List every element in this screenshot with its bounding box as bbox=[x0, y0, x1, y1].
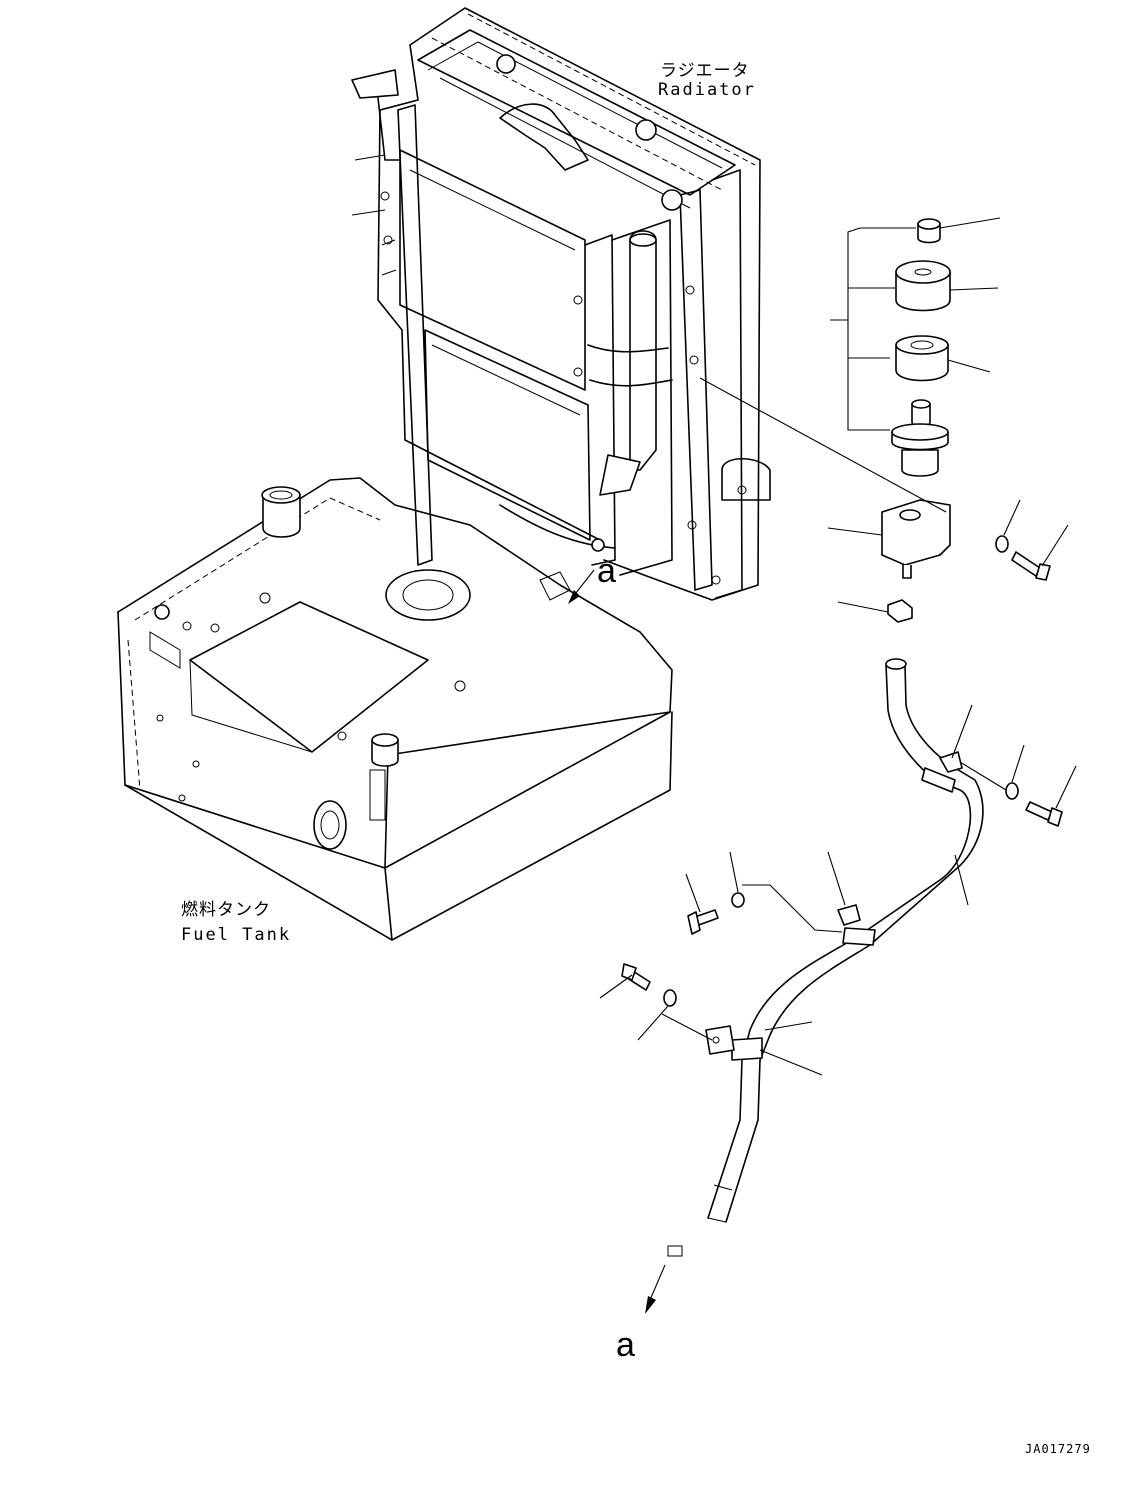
view-ref-label-bottom: a bbox=[616, 1326, 635, 1364]
view-arrow-bottom bbox=[645, 1245, 683, 1314]
view-ref-label-top: a bbox=[597, 552, 616, 590]
fuel-tank-label-en: Fuel Tank bbox=[181, 925, 292, 945]
radiator-label-jp: ラジエータ bbox=[660, 61, 750, 81]
fuel-tank-label-jp: 燃料タンク bbox=[181, 900, 271, 920]
fuel-tank-assembly bbox=[117, 477, 673, 941]
view-arrow-top bbox=[568, 569, 595, 604]
hose-assembly bbox=[599, 658, 1077, 1223]
drawing-code: JA017279 bbox=[1025, 1442, 1091, 1456]
sensor-parts-stack bbox=[699, 217, 1069, 623]
radiator-assembly bbox=[351, 7, 771, 601]
radiator-label-en: Radiator bbox=[658, 80, 756, 100]
